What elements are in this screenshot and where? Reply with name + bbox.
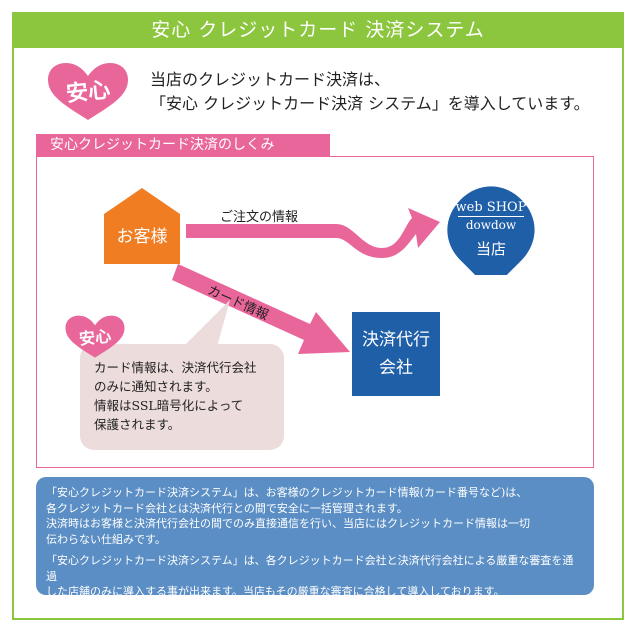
section-title: 安心クレジットカード決済のしくみ xyxy=(36,134,330,156)
heart-small-icon xyxy=(65,315,125,358)
speech-bubble xyxy=(80,344,284,450)
info-box: 「安心クレジットカード決済システム」は、お客様のクレジットカード情報(カード番号… xyxy=(36,477,594,598)
customer-house-icon xyxy=(104,188,180,264)
info-2-line-2: した店舗のみに導入する事が出来ます。当店もその厳重な審査に合格して導入しておりま… xyxy=(46,585,505,598)
customer-label: お客様 xyxy=(116,227,168,247)
agent-line-1: 決済代行 xyxy=(362,330,430,350)
intro-text: 当店のクレジットカード決済は、 「安心 クレジットカード決済 システム」を導入し… xyxy=(150,68,590,116)
diagram-panel xyxy=(36,156,594,468)
info-paragraph-1: 「安心クレジットカード決済システム」は、お客様のクレジットカード情報(カード番号… xyxy=(46,485,584,547)
info-1-line-3: 決済時はお客様と決済代行会社の間でのみ直接通信を行い、当店にはクレジットカード情… xyxy=(46,517,530,530)
shop-divider xyxy=(458,216,524,217)
info-1-line-2: 各クレジットカード会社とは決済代行との間で安全に一括管理されます。 xyxy=(46,501,408,515)
payment-agent-box: 決済代行 会社 xyxy=(352,312,440,396)
info-1-line-4: 伝わらない仕組みです。 xyxy=(46,532,166,546)
heart-badge-icon xyxy=(48,63,128,120)
bubble-line-2: のみに通知されます。 xyxy=(94,379,218,394)
intro-line-2: 「安心 クレジットカード決済 システム」を導入しています。 xyxy=(150,94,590,113)
order-info-label: ご注文の情報 xyxy=(220,210,299,225)
info-2-line-1: 「安心クレジットカード決済システム」は、各クレジットカード会社と決済代行会社によ… xyxy=(46,554,574,583)
shop-badge-icon xyxy=(447,186,535,275)
info-1-line-1: 「安心クレジットカード決済システム」は、お客様のクレジットカード情報(カード番号… xyxy=(46,486,528,499)
bubble-line-1: カード情報は、決済代行会社 xyxy=(94,360,257,375)
bubble-line-4: 保護されます。 xyxy=(94,417,181,432)
page-title: 安心 クレジットカード 決済システム xyxy=(12,12,624,48)
info-paragraph-2: 「安心クレジットカード決済システム」は、各クレジットカード会社と決済代行会社によ… xyxy=(46,553,584,600)
agent-line-2: 会社 xyxy=(379,358,413,378)
bubble-pointer xyxy=(180,300,230,350)
bubble-line-3: 情報はSSL暗号化によって xyxy=(94,398,244,413)
intro-line-1: 当店のクレジットカード決済は、 xyxy=(150,70,391,89)
card-arrow xyxy=(172,264,350,354)
shop-label: 当店 xyxy=(475,240,506,258)
bubble-text: カード情報は、決済代行会社 のみに通知されます。 情報はSSL暗号化によって 保… xyxy=(94,358,284,434)
shop-name: web SHOP xyxy=(455,200,527,215)
order-arrow xyxy=(186,208,440,258)
shop-sub: dowdow xyxy=(465,218,517,232)
